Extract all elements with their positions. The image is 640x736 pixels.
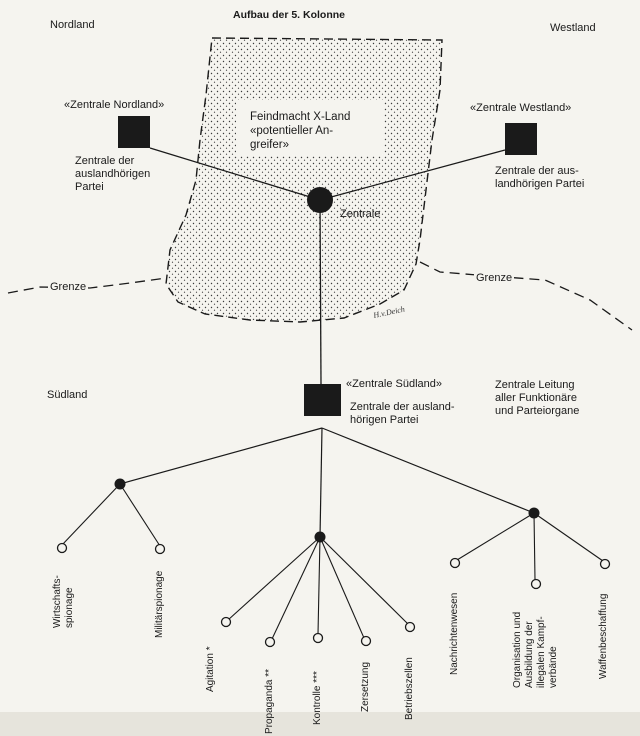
leaf-node-wirtschaftsspionage xyxy=(56,542,68,554)
link-mid-leaf-4 xyxy=(319,536,365,639)
border-label-west: Grenze xyxy=(48,281,89,294)
link-left-leaf-2 xyxy=(119,483,161,547)
leaf-node-agitation xyxy=(220,616,232,628)
leaf-node-waffenbeschaffung xyxy=(599,558,611,570)
leaf-node-propaganda xyxy=(264,636,276,648)
leaf-label-organisation: Organisation und Ausbildung der illegale… xyxy=(512,611,559,688)
border-label-east: Grenze xyxy=(474,272,515,285)
link-mid-leaf-1 xyxy=(227,536,321,621)
leaf-label-waffenbeschaffung: Waffenbeschaffung xyxy=(598,593,609,679)
suedland-node-description: Zentrale der ausland- hörigen Partei xyxy=(350,401,455,426)
zentrale-node xyxy=(307,187,333,213)
link-left-leaf-1 xyxy=(61,483,121,546)
link-right-leaf-1 xyxy=(456,512,535,561)
nordland-node xyxy=(118,116,150,148)
leaf-label-zersetzung: Zersetzung xyxy=(360,661,371,712)
link-right-leaf-2 xyxy=(533,512,536,581)
link-mid-leaf-5 xyxy=(319,536,409,625)
leaf-label-propaganda: Propaganda ** xyxy=(264,668,275,734)
link-mid-leaf-2 xyxy=(271,536,321,640)
leaf-label-kontrolle: Kontrolle *** xyxy=(312,671,323,725)
suedland-node-name: «Zentrale Südland» xyxy=(346,378,443,390)
leaf-label-agitation: Agitation * xyxy=(205,646,216,692)
leaf-label-militaerspionage: Militärspionage xyxy=(154,570,165,638)
link-suedland-left xyxy=(119,427,323,485)
link-nordland-zentrale xyxy=(149,147,321,201)
leaf-node-betriebszellen xyxy=(404,621,416,633)
border-line-east xyxy=(419,261,633,331)
link-suedland-right xyxy=(321,427,535,514)
leaf-node-zersetzung xyxy=(360,635,372,647)
leaf-node-militaerspionage xyxy=(154,543,166,555)
nordland-node-name: «Zentrale Nordland» xyxy=(64,99,165,111)
enemy-power-label: Feindmacht X-Land «potentieller An- grei… xyxy=(250,111,351,151)
leaf-node-organisation xyxy=(530,578,542,590)
land-label-westland: Westland xyxy=(550,22,596,34)
westland-node xyxy=(505,123,537,155)
artist-signature: H.v.Deich xyxy=(372,305,406,321)
nordland-node-description: Zentrale der auslandhörigen Partei xyxy=(75,155,151,193)
westland-node-name: «Zentrale Westland» xyxy=(470,102,572,114)
link-zentrale-suedland xyxy=(319,199,322,385)
link-suedland-middle xyxy=(319,427,323,538)
leadership-note: Zentrale Leitung aller Funktionäre und P… xyxy=(495,379,580,417)
link-right-leaf-3 xyxy=(533,512,604,562)
border-line-west xyxy=(7,277,167,294)
leaf-node-nachrichtenwesen xyxy=(449,557,461,569)
leaf-label-nachrichtenwesen: Nachrichtenwesen xyxy=(449,592,460,675)
leaf-label-wirtschaftsspionage: Wirtschafts- spionage xyxy=(52,575,75,628)
diagram-title: Aufbau der 5. Kolonne xyxy=(233,9,346,21)
land-label-suedland: Südland xyxy=(47,389,88,401)
link-mid-leaf-3 xyxy=(317,536,321,635)
westland-node-description: Zentrale der aus- landhörigen Partei xyxy=(495,165,585,190)
suedland-node xyxy=(304,384,341,416)
land-label-nordland: Nordland xyxy=(50,19,95,31)
link-westland-zentrale xyxy=(319,149,506,201)
leaf-label-betriebszellen: Betriebszellen xyxy=(404,657,415,720)
enemy-territory-region xyxy=(165,37,443,323)
leaf-node-kontrolle xyxy=(312,632,324,644)
page-bottom-edge xyxy=(0,712,640,736)
enemy-power-label-box xyxy=(236,100,384,156)
zentrale-label: Zentrale xyxy=(340,208,381,220)
